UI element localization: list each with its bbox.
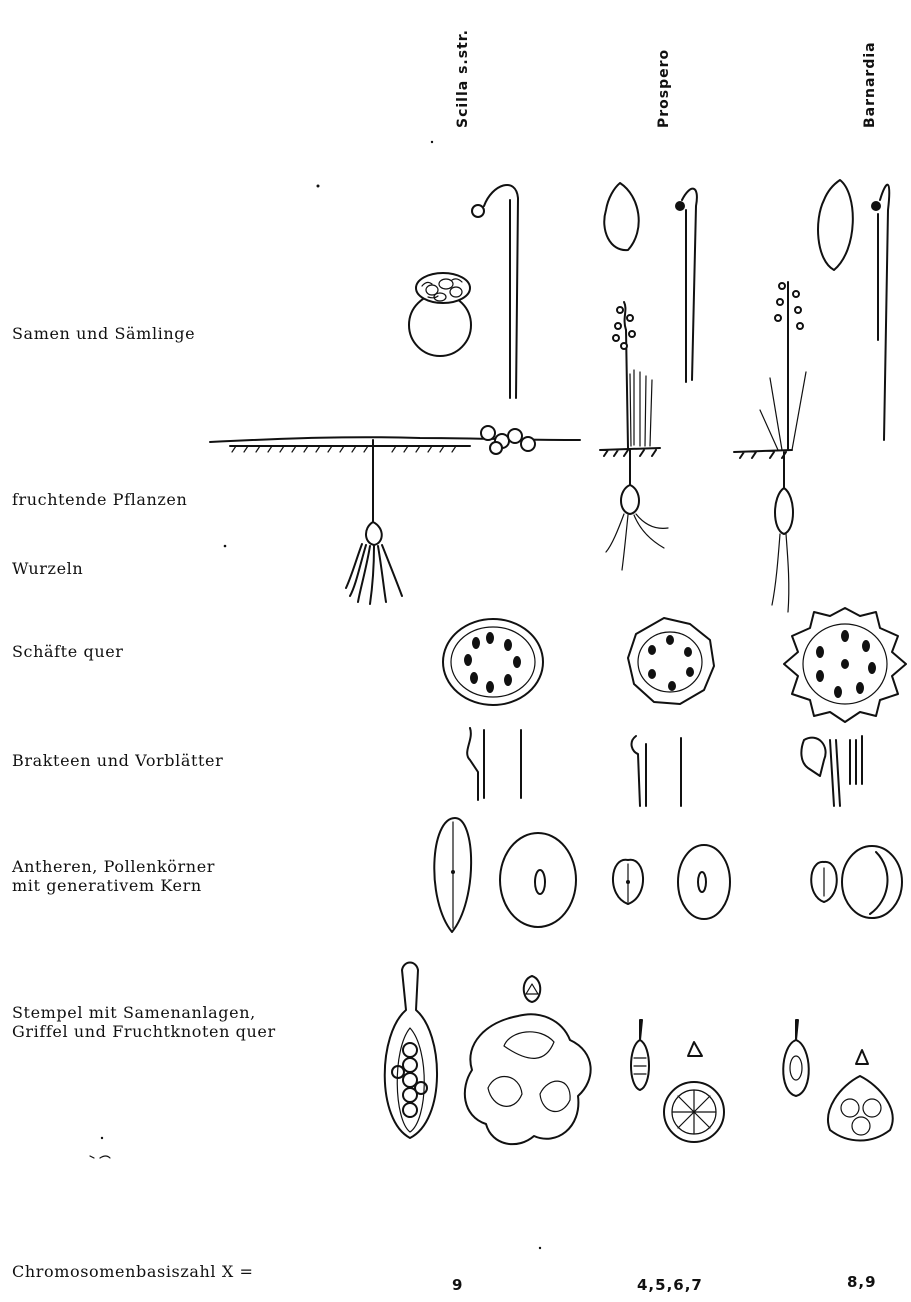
scilla-pollen-grain <box>500 833 576 927</box>
barnardia-ovary-section <box>828 1076 893 1141</box>
prospero-anther <box>613 860 643 904</box>
barnardia-pollen-grain <box>842 846 902 918</box>
scan-specks <box>90 141 541 1249</box>
prospero-ovary-section <box>664 1082 724 1142</box>
barnardia-seed-drawing <box>818 180 853 270</box>
prospero-seedling-drawing <box>676 189 697 382</box>
barnardia-anther <box>811 862 837 902</box>
scilla-bracts <box>467 728 521 800</box>
prospero-bracts <box>632 736 681 806</box>
barnardia-pistil <box>783 1020 809 1096</box>
scilla-scape-section <box>443 619 543 705</box>
prospero-fruiting-plant <box>600 302 668 570</box>
prospero-seed-drawing <box>604 183 638 250</box>
barnardia-bracts <box>801 736 862 806</box>
scilla-bulbils <box>481 426 535 454</box>
scilla-style-section <box>524 976 541 1002</box>
prospero-pistil <box>631 1020 649 1090</box>
barnardia-seedling-drawing <box>872 185 889 440</box>
scilla-pistil <box>385 963 437 1139</box>
scilla-seed-drawing <box>409 273 471 356</box>
barnardia-fruiting-plant <box>734 282 806 612</box>
prospero-style-section <box>688 1042 702 1056</box>
prospero-pollen-grain <box>678 845 730 919</box>
barnardia-scape-section <box>784 608 906 722</box>
barnardia-style-section <box>856 1050 868 1064</box>
scilla-bulb-roots <box>346 440 402 604</box>
scilla-anther <box>434 818 471 932</box>
scilla-ovary-section <box>465 1014 591 1144</box>
scilla-seedling-drawing <box>472 185 518 398</box>
prospero-scape-section <box>628 618 714 704</box>
